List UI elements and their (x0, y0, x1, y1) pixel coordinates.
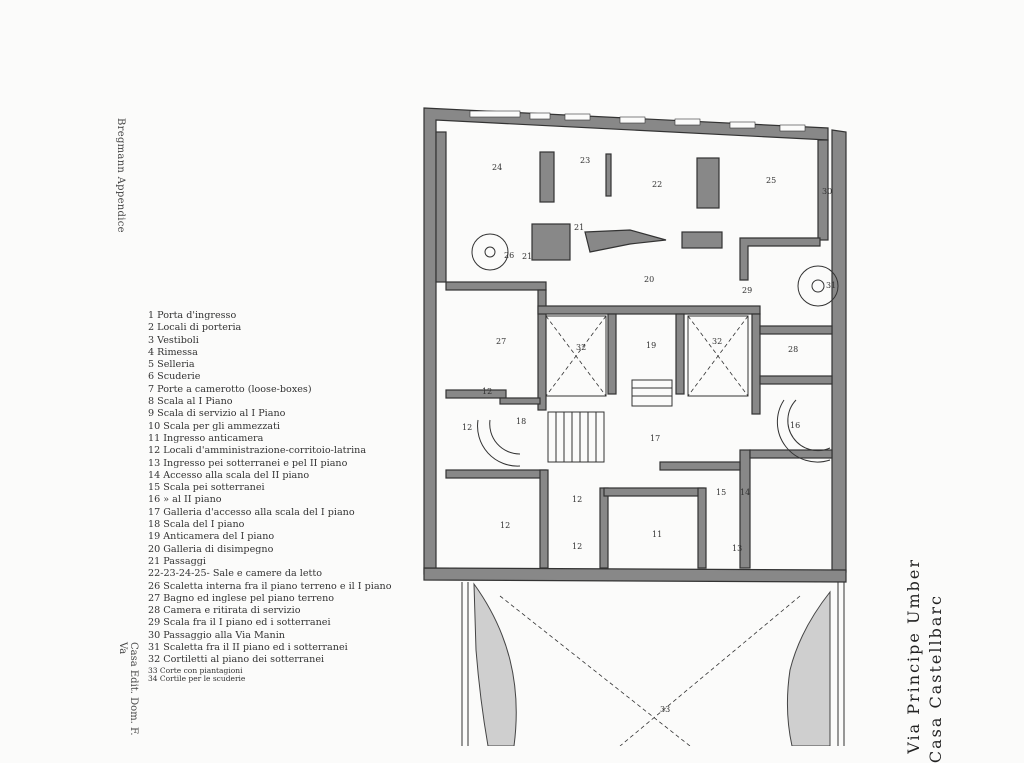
room-label: 12 (572, 495, 582, 504)
legend-item: 8 Scala al I Piano (148, 396, 233, 408)
outer-walls (423, 107, 847, 583)
legend-item: 9 Scala di servizio al I Piano (148, 408, 286, 420)
room-label: 32 (712, 337, 722, 346)
legend-item: 19 Anticamera del I piano (148, 531, 275, 543)
stair-18 (477, 419, 521, 467)
room-label: 16 (790, 421, 800, 430)
room-label: 25 (766, 176, 776, 185)
title-line-1: Casa Castellbarc (926, 594, 945, 763)
plan-legend: 1 Porta d'ingresso 2 Locali di porteria … (148, 310, 428, 683)
legend-item: 20 Galleria di disimpegno (148, 543, 274, 555)
courtyard-32-right (687, 315, 749, 397)
room-label: 26 (504, 251, 514, 260)
legend-item: 34 Cortile per le scuderie (148, 673, 246, 683)
room-label: 12 (572, 542, 582, 551)
room-labels: 24 23 22 25 30 21 21 26 20 29 31 27 32 1… (462, 156, 836, 714)
legend-item: 1 Porta d'ingresso (148, 310, 237, 321)
title-block: Casa Castellbarc Via Principe Umber (900, 548, 950, 763)
legend-item: 33 Corte con piantagioni (148, 665, 243, 675)
legend-item: 16 » al II piano (148, 494, 222, 506)
room-label: 21 (522, 252, 532, 261)
spiral-stair-left (471, 233, 509, 271)
legend-item: 3 Vestiboli (148, 334, 199, 346)
legend-item: 2 Locali di porteria (148, 322, 242, 334)
floor-plan: 24 23 22 25 30 21 21 26 20 29 31 27 32 1… (423, 107, 847, 746)
room-label: 20 (644, 275, 654, 284)
legend-item: 5 Selleria (148, 359, 195, 371)
room-label: 19 (646, 341, 656, 350)
room-label: 24 (492, 163, 502, 172)
legend-item: 12 Locali d'amministrazione-corritoio-la… (148, 445, 367, 457)
legend-item: 14 Accesso alla scala del II piano (148, 469, 310, 481)
legend-item: 15 Scala pei sotterranei (148, 482, 265, 494)
room-label: 33 (660, 705, 670, 714)
room-label: 22 (652, 180, 662, 189)
room-label: 27 (496, 337, 506, 346)
room-label: 12 (482, 387, 492, 396)
legend-item: 26 Scaletta interna fra il piano terreno… (148, 580, 392, 592)
title-line-2: Via Principe Umber (904, 558, 923, 754)
legend-item: 13 Ingresso pei sotterranei e pel II pia… (148, 457, 348, 469)
room-label: 32 (576, 343, 586, 352)
room-label: 11 (652, 530, 662, 539)
window-openings (469, 110, 806, 132)
room-label: 29 (742, 286, 752, 295)
legend-item: 6 Scuderie (148, 371, 201, 383)
legend-item: 18 Scala del I piano (148, 519, 245, 531)
legend-item: 29 Scala fra il I piano ed i sotterranei (148, 617, 331, 629)
legend-item: 31 Scaletta fra il II piano ed i sotterr… (148, 642, 348, 654)
legend-item: 22-23-24-25- Sale e camere da letto (148, 568, 322, 580)
legend-item: 17 Galleria d'accesso alla scala del I p… (148, 506, 355, 518)
room-label: 12 (462, 423, 472, 432)
legend-item: 30 Passaggio alla Via Manin (148, 629, 285, 641)
room-label: 17 (650, 434, 660, 443)
side-caption-bottom: Casa Edit. Dom. F. Va (117, 642, 139, 736)
interior-walls (445, 151, 833, 569)
courtyard-32-left (545, 315, 607, 397)
room-label: 14 (740, 488, 750, 497)
room-label: 21 (574, 223, 584, 232)
side-caption-top: Bregmann Appendice (115, 118, 126, 233)
room-label: 31 (826, 281, 836, 290)
room-label: 12 (500, 521, 510, 530)
room-label: 28 (788, 345, 798, 354)
room-label: 23 (580, 156, 590, 165)
room-label: 30 (822, 187, 832, 196)
garden-courtyard (461, 582, 845, 746)
room-label: 15 (716, 488, 726, 497)
room-label: 18 (516, 417, 526, 426)
legend-item: 11 Ingresso anticamera (148, 432, 264, 444)
legend-item: 32 Cortiletti al piano dei sotterranei (148, 654, 325, 666)
legend-item: 4 Rimessa (148, 346, 198, 358)
legend-item: 7 Porte a camerotto (loose-boxes) (148, 383, 312, 395)
legend-item: 28 Camera e ritirata di servizio (148, 605, 301, 617)
legend-item: 27 Bagno ed inglese pel piano terreno (148, 592, 335, 604)
spiral-stair-right (797, 265, 839, 307)
room-label: 13 (732, 544, 742, 553)
stair-17-treads (547, 379, 673, 463)
legend-item: 21 Passaggi (148, 555, 206, 567)
legend-item: 10 Scala per gli ammezzati (148, 420, 280, 432)
stair-16 (776, 399, 831, 463)
